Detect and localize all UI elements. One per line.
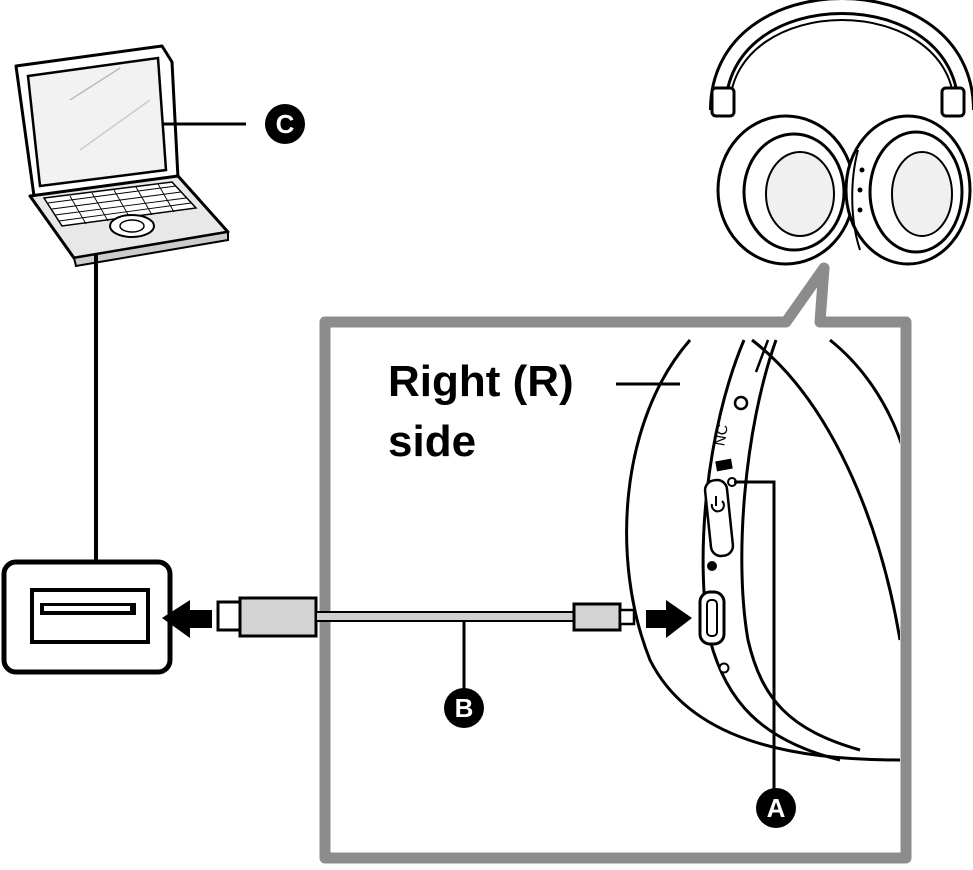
arrow-right-icon [646, 600, 692, 638]
headphones-icon [709, 0, 973, 266]
callout-line-2: side [388, 417, 476, 466]
laptop-icon [14, 44, 230, 268]
usb-port-box [1, 559, 173, 675]
marker-c: C [265, 104, 305, 144]
usb-cable [216, 596, 636, 638]
leader-line-a [734, 480, 776, 790]
nc-label: NC [711, 423, 732, 447]
power-icon [710, 496, 725, 513]
arrow-left-icon [162, 600, 212, 638]
marker-a: A [756, 788, 796, 828]
marker-b: B [444, 688, 484, 728]
marker-b-letter: B [455, 693, 474, 723]
marker-c-letter: C [276, 109, 295, 139]
marker-a-letter: A [767, 793, 786, 823]
bluetooth-icon [707, 561, 717, 571]
callout-line-1: Right (R) [388, 357, 574, 406]
